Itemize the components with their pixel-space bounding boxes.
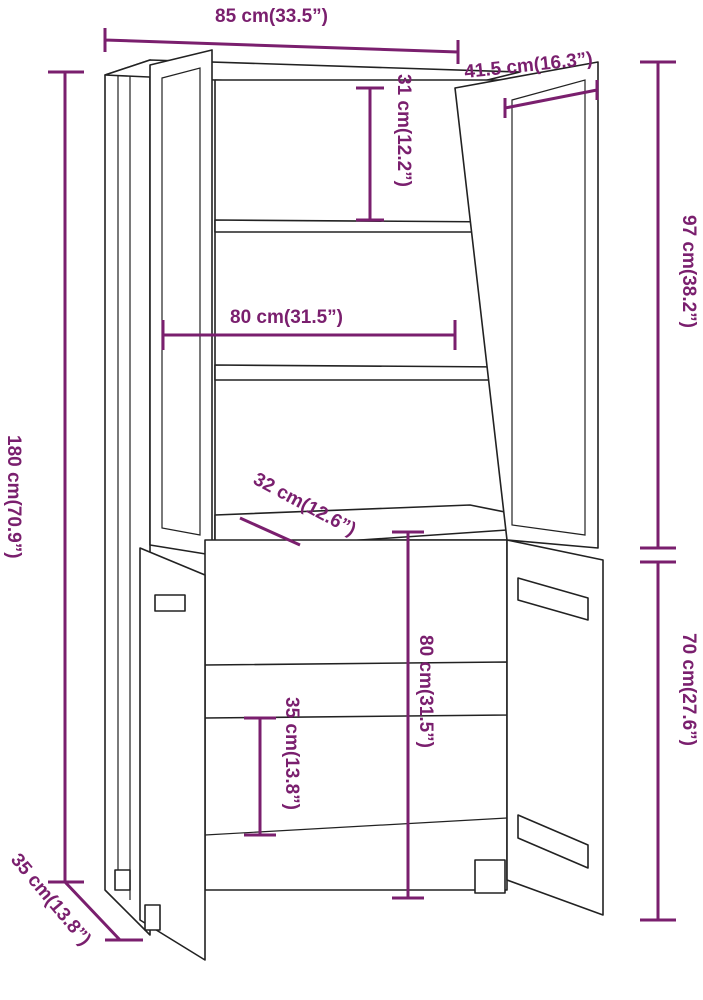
lower-shelf-height-label: 35 cm(13.8”)	[281, 697, 302, 810]
leg	[144, 904, 161, 931]
shelf	[214, 219, 508, 233]
upper-compartment	[214, 79, 508, 541]
upper-height-label: 97 cm(38.2”)	[678, 215, 699, 328]
total-height-label: 180 cm(70.9”)	[3, 435, 24, 559]
door-rail	[517, 577, 589, 621]
top-shelf-height-label: 31 cm(12.2”)	[393, 74, 414, 187]
total-width-label: 85 cm(33.5”)	[215, 6, 328, 27]
upper-left-door	[149, 49, 213, 556]
dimension-lines	[48, 28, 676, 942]
door-rail	[517, 814, 589, 869]
lower-shelf	[204, 661, 508, 719]
leg	[474, 859, 506, 894]
inner-width-label: 80 cm(31.5”)	[230, 307, 343, 328]
cabinet-drawing	[104, 49, 604, 961]
lower-left-door	[139, 547, 206, 961]
lower-inner-height-label: 80 cm(31.5”)	[415, 635, 436, 748]
upper-right-glass-door	[454, 61, 599, 549]
door-handle	[154, 594, 186, 612]
lower-height-label: 70 cm(27.6”)	[678, 633, 699, 746]
leg	[114, 869, 131, 891]
shelf	[214, 364, 508, 381]
